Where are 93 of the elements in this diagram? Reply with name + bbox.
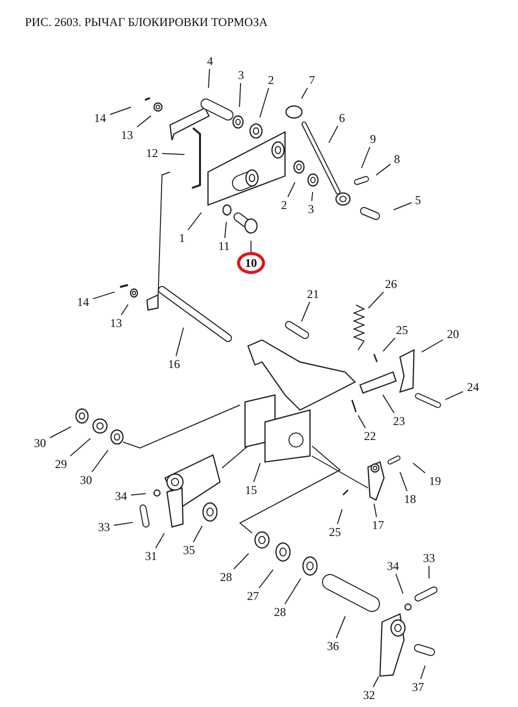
leader-line	[412, 462, 426, 474]
leader-line	[91, 450, 109, 472]
leader-line	[130, 493, 146, 496]
callout-number: 23	[392, 414, 406, 428]
leader-line	[259, 88, 270, 118]
callout-number: 11	[217, 239, 231, 253]
leader-line	[372, 676, 380, 688]
callout-number: 19	[428, 474, 442, 488]
callout-number: 13	[120, 128, 134, 142]
leader-line	[287, 182, 296, 198]
callout-number: 34	[386, 559, 400, 573]
callout-number: 32	[362, 688, 376, 702]
leader-line	[120, 304, 129, 316]
leader-line	[328, 126, 338, 144]
leader-line	[421, 339, 444, 353]
leader-line	[400, 472, 408, 492]
callout-number: 22	[363, 429, 377, 443]
callout-number: 5	[414, 193, 422, 207]
callout-number: 1	[178, 231, 186, 245]
leader-line	[224, 221, 227, 238]
callout-number: 12	[145, 146, 159, 160]
leader-line	[136, 115, 152, 128]
leader-line	[238, 82, 242, 108]
leader-line	[393, 202, 412, 210]
callout-number: 4	[206, 54, 214, 68]
callout-number: 26	[384, 277, 398, 291]
callout-number: 17	[371, 518, 385, 532]
callout-number: 29	[54, 457, 68, 471]
leader-line	[233, 553, 250, 570]
callout-number: 14	[76, 295, 90, 309]
leader-line	[368, 292, 384, 309]
callout-number: 3	[237, 68, 245, 82]
leader-line	[358, 414, 366, 428]
leader-line	[253, 462, 261, 482]
callout-number: 6	[338, 111, 346, 125]
leader-line	[382, 394, 395, 414]
leader-line	[188, 212, 202, 230]
callout-number: 9	[369, 132, 377, 146]
callout-number: 24	[466, 380, 480, 394]
leader-line	[284, 578, 302, 604]
callout-number: 3	[307, 202, 315, 216]
callout-number: 28	[273, 605, 287, 619]
callout-number: 33	[97, 520, 111, 534]
callout-number: 14	[93, 111, 107, 125]
callout-number: 2	[280, 198, 288, 212]
callout-number: 28	[219, 570, 233, 584]
callout-number: 30	[33, 436, 47, 450]
callout-number: 35	[182, 543, 196, 557]
leader-line	[258, 569, 274, 588]
leader-line	[208, 68, 210, 88]
callout-number: 34	[114, 489, 128, 503]
callout-number: 21	[306, 287, 320, 301]
callout-number: 20	[446, 327, 460, 341]
leader-line	[395, 574, 404, 594]
leader-line	[176, 327, 184, 356]
callout-number: 30	[79, 473, 93, 487]
leader-line	[382, 338, 396, 352]
callout-number: 8	[393, 152, 401, 166]
leader-line	[420, 665, 426, 680]
leader-line	[428, 566, 430, 580]
leader-line	[311, 191, 314, 202]
callout-number: 33	[422, 551, 436, 565]
callout-number: 18	[403, 492, 417, 506]
leader-line	[250, 240, 252, 252]
leader-line	[361, 146, 370, 168]
leader-line	[301, 88, 308, 99]
callout-number: 36	[326, 639, 340, 653]
leader-line	[110, 106, 132, 115]
figure-title: РИС. 2603. РЫЧАГ БЛОКИРОВКИ ТОРМОЗА	[25, 15, 268, 30]
callout-number: 27	[246, 589, 260, 603]
callout-number: 16	[167, 357, 181, 371]
leader-line	[50, 426, 72, 438]
leader-line	[301, 302, 310, 322]
callout-number: 13	[109, 316, 123, 330]
callout-number: 31	[144, 549, 158, 563]
callout-number: 15	[244, 483, 258, 497]
callout-number: 25	[328, 525, 342, 539]
leader-line	[70, 438, 91, 456]
leader-line	[336, 616, 346, 638]
leader-line	[374, 503, 378, 518]
leader-line	[114, 522, 134, 526]
callout-number: 2	[267, 73, 275, 87]
leader-line	[376, 164, 391, 176]
leader-line	[162, 152, 185, 156]
callout-number: 7	[308, 73, 316, 87]
leader-line	[336, 508, 343, 524]
leader-line	[155, 532, 165, 548]
leader-line	[445, 391, 464, 400]
callout-number: 25	[395, 323, 409, 337]
callout-number: 37	[411, 680, 425, 694]
callout-number: 10	[237, 252, 265, 274]
leader-line	[92, 291, 116, 300]
leader-line	[192, 525, 203, 542]
